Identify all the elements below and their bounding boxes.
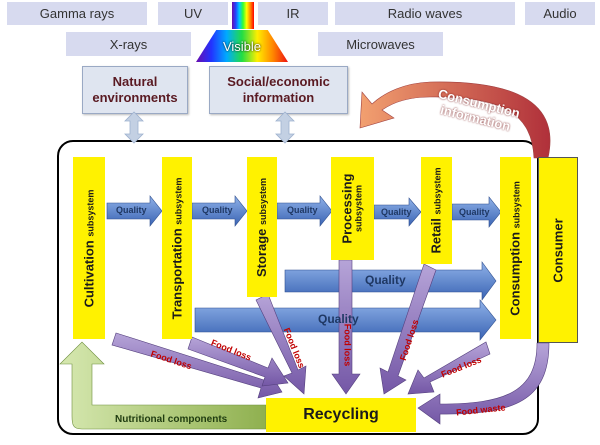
consumption-subsystem: Consumption subsystem bbox=[500, 157, 531, 339]
spectrum-gamma-label: Gamma rays bbox=[39, 6, 115, 21]
quality-arrow-4 bbox=[373, 197, 422, 227]
storage-label: Storage bbox=[254, 228, 270, 277]
spectrum-radio-label: Radio waves bbox=[387, 6, 463, 21]
retail-label: Retail bbox=[429, 218, 444, 254]
spectrum-microwaves-label: Microwaves bbox=[346, 36, 415, 52]
quality-arrow-3 bbox=[276, 195, 333, 227]
storage-suffix: subsystem bbox=[258, 177, 269, 225]
recycling-label: Recycling bbox=[303, 406, 379, 423]
quality-label-5: Quality bbox=[459, 207, 490, 217]
spectrum-uv-label: UV bbox=[183, 6, 203, 21]
natural-env-double-arrow bbox=[124, 111, 144, 144]
quality-arrow-long-1 bbox=[284, 261, 497, 301]
social-line2: information bbox=[242, 90, 315, 105]
spectrum-audio-label: Audio bbox=[543, 6, 577, 21]
food-loss-arrow-3 bbox=[255, 293, 307, 395]
spectrum-ir-label: IR bbox=[286, 6, 300, 21]
quality-label-long-2: Quality bbox=[318, 312, 359, 326]
consumption-suffix: subsystem bbox=[512, 180, 523, 228]
quality-arrow-1 bbox=[106, 195, 163, 227]
quality-label-4: Quality bbox=[381, 207, 412, 217]
consumer-box: Consumer bbox=[538, 157, 578, 343]
recycling-box: Recycling bbox=[266, 398, 416, 432]
quality-label-3: Quality bbox=[287, 205, 318, 215]
spectrum-audio: Audio bbox=[525, 2, 595, 25]
spectrum-radio-waves: Radio waves bbox=[335, 2, 515, 25]
spectrum-uv: UV bbox=[158, 2, 228, 25]
natural-line2: environments bbox=[92, 90, 178, 105]
quality-arrows-small bbox=[106, 195, 502, 228]
visible-label: Visible bbox=[222, 38, 262, 54]
consumption-information-feedback-arrow bbox=[359, 81, 551, 159]
social-info-double-arrow bbox=[275, 111, 295, 144]
spectrum-ir: IR bbox=[258, 2, 328, 25]
social-line1: Social/economic bbox=[227, 74, 330, 90]
spectrum-xrays-label: X-rays bbox=[109, 36, 148, 52]
spectrum-x-rays: X-rays bbox=[66, 32, 191, 56]
transportation-suffix: subsystem bbox=[173, 177, 184, 225]
consumer-label: Consumer bbox=[550, 217, 566, 283]
quality-label-2: Quality bbox=[202, 205, 233, 215]
food-loss-arrow-4 bbox=[331, 259, 361, 395]
food-loss-arrow-6 bbox=[407, 341, 491, 395]
nutritional-components-label: Nutritional components bbox=[115, 414, 228, 425]
food-loss-arrow-5 bbox=[379, 263, 437, 395]
quality-label-1: Quality bbox=[116, 205, 147, 215]
spectrum-microwaves: Microwaves bbox=[318, 32, 443, 56]
cultivation-subsystem: Cultivation subsystem bbox=[73, 157, 105, 339]
food-waste-arrow bbox=[417, 342, 550, 425]
food-loss-arrow-2 bbox=[187, 336, 289, 387]
food-loss-label-4: Food loss bbox=[342, 323, 353, 367]
quality-label-long-1: Quality bbox=[365, 273, 406, 287]
retail-suffix: subsystem bbox=[433, 167, 443, 215]
processing-suffix: subsystem bbox=[353, 184, 364, 233]
nutritional-components-arrow bbox=[59, 341, 267, 430]
natural-line1: Natural bbox=[112, 74, 158, 90]
retail-subsystem: Retail subsystem bbox=[421, 157, 452, 264]
consumption-label: Consumption bbox=[508, 231, 524, 316]
transportation-label: Transportation bbox=[169, 227, 185, 319]
quality-arrow-5 bbox=[451, 196, 502, 228]
cultivation-label: Cultivation bbox=[81, 239, 97, 307]
spectrum-gamma-rays: Gamma rays bbox=[7, 2, 147, 25]
transportation-subsystem: Transportation subsystem bbox=[162, 157, 192, 339]
cultivation-suffix: subsystem bbox=[85, 189, 96, 237]
visible-spectrum-strip bbox=[232, 2, 254, 29]
quality-arrow-2 bbox=[191, 195, 248, 227]
storage-subsystem: Storage subsystem bbox=[247, 157, 277, 297]
